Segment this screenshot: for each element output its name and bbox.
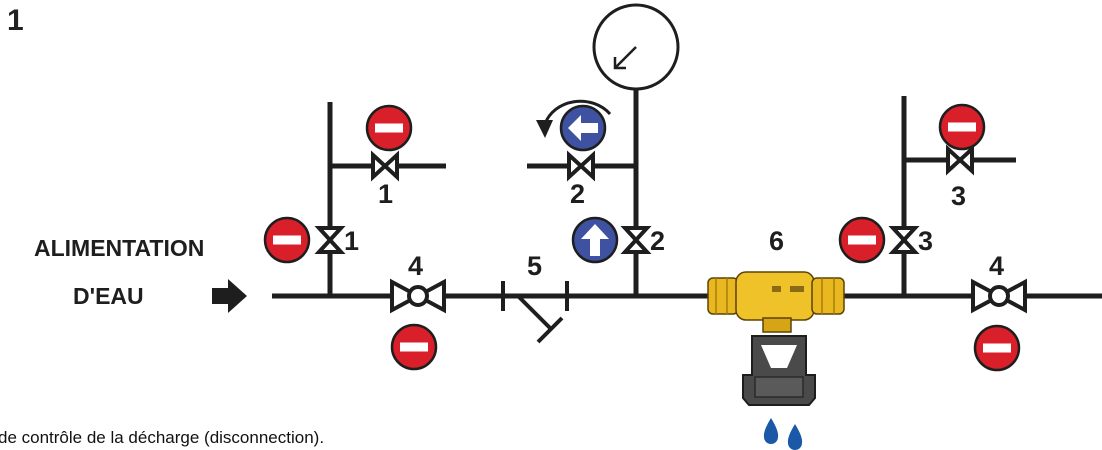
no-entry-icon <box>938 103 986 151</box>
branch-1-horizontal-valve <box>371 153 399 179</box>
branch-2-vertical-valve <box>623 226 649 254</box>
water-drop-icon <box>787 424 803 450</box>
strainer-number: 5 <box>527 251 542 281</box>
no-entry-icon <box>263 216 311 264</box>
branch-2-horizontal-valve <box>567 153 595 179</box>
no-entry-icon <box>973 324 1021 372</box>
supply-label-line1: ALIMENTATION <box>34 235 204 261</box>
outlet-valve-number: 4 <box>989 251 1004 281</box>
branch-1-upper-number: 1 <box>378 179 393 209</box>
branch-3-vertical-valve <box>891 226 917 254</box>
branch-3-horizontal-valve <box>946 147 974 173</box>
disconnector-number: 6 <box>769 226 784 256</box>
figure-number: 1 <box>7 4 24 37</box>
caption: de contrôle de la décharge (disconnectio… <box>0 428 325 447</box>
branch-1-vertical-valve <box>317 226 343 254</box>
supply-label-line2: D'EAU <box>73 283 144 309</box>
branch-2-vertical-number: 2 <box>650 226 665 256</box>
branch-1-vertical-number: 1 <box>344 226 359 256</box>
pressure-gauge-icon <box>592 3 680 91</box>
supply-arrow-icon <box>212 279 247 313</box>
branch-2-upper-number: 2 <box>570 179 585 209</box>
outlet-ball-valve <box>971 280 1027 312</box>
disconnector-body <box>707 271 845 333</box>
discharge-funnel <box>742 335 816 406</box>
branch-3-vertical-number: 3 <box>918 226 933 256</box>
water-drop-icon <box>763 418 779 444</box>
inlet-valve-number: 4 <box>408 251 423 281</box>
arrow-up-icon <box>571 216 619 264</box>
branch-3-upper-number: 3 <box>951 181 966 211</box>
strainer <box>501 281 569 344</box>
no-entry-icon <box>838 216 886 264</box>
no-entry-icon <box>390 323 438 371</box>
arrow-left-icon <box>559 104 607 152</box>
inlet-ball-valve <box>390 280 446 312</box>
rotate-arrow-icon <box>536 99 612 138</box>
no-entry-icon <box>365 104 413 152</box>
